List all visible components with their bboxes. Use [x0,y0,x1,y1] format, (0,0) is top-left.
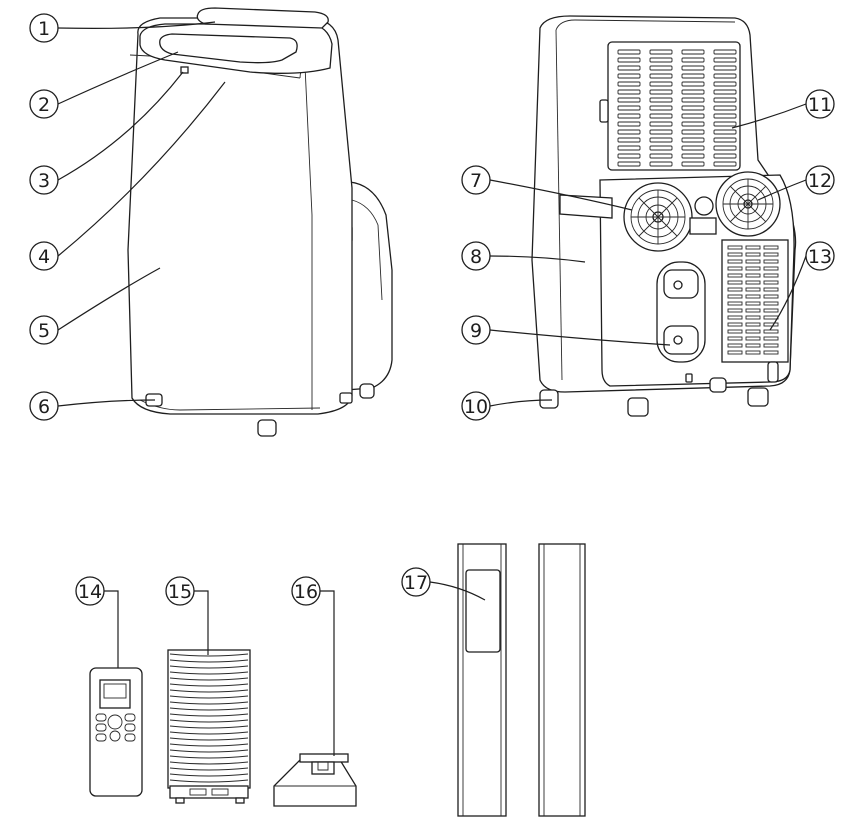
callout-circle [29,89,59,119]
front-body [127,17,353,415]
rear-wheels [539,361,779,417]
callout-11: 11 [805,89,835,119]
callout-number: 6 [38,396,50,418]
callout-number: 4 [38,246,50,268]
exhaust-hose [167,649,251,804]
callout-8: 8 [461,241,491,271]
callout-number: 16 [294,581,318,603]
remote-control [89,667,143,797]
callout-number: 13 [808,246,832,268]
callout-number: 2 [38,94,50,116]
callout-4: 4 [29,241,59,271]
callout-circle [291,576,321,606]
callout-number: 10 [464,396,488,418]
callout-circle [461,315,491,345]
callout-13: 13 [805,241,835,271]
callout-16: 16 [291,576,321,606]
callout-number: 11 [808,94,832,116]
window-kit-panels [457,543,586,817]
callout-circle [29,391,59,421]
callout-7: 7 [461,165,491,195]
front-outlet-panel [159,33,298,64]
callout-5: 5 [29,315,59,345]
callout-circle [401,567,431,597]
rear-side-latch [599,99,609,123]
rear-cord-box [689,217,717,235]
front-control-panel [196,7,329,29]
callout-circle [75,576,105,606]
callout-number: 7 [470,170,482,192]
callout-1: 1 [29,13,59,43]
callout-6: 6 [29,391,59,421]
rear-fan-right [715,171,781,237]
leader-lines [57,21,807,756]
callout-circle [29,13,59,43]
callout-number: 12 [808,170,832,192]
callout-number: 14 [78,581,102,603]
callout-3: 3 [29,165,59,195]
callout-number: 3 [38,170,50,192]
rear-unit [531,15,797,417]
rear-lower-grille-slats [727,245,779,355]
front-indicator [180,66,189,74]
callout-circle [805,241,835,271]
callout-circle [165,576,195,606]
callout-2: 2 [29,89,59,119]
callout-circle [805,165,835,195]
callout-number: 17 [404,572,428,594]
callout-17: 17 [401,567,431,597]
callout-circle [461,241,491,271]
callout-14: 14 [75,576,105,606]
rear-upper-grille-slats [617,49,737,167]
callout-15: 15 [165,576,195,606]
window-adapter [273,753,357,807]
callout-number: 8 [470,246,482,268]
callout-circle [29,165,59,195]
callout-number: 1 [38,18,50,40]
callout-9: 9 [461,315,491,345]
front-side-pod [344,181,393,391]
callout-circle [805,89,835,119]
callout-10: 10 [461,391,491,421]
callout-circle [29,315,59,345]
callout-circle [461,165,491,195]
callout-circle [29,241,59,271]
callout-number: 5 [38,320,50,342]
callout-circle [461,391,491,421]
rear-power-socket [694,196,714,216]
callout-number: 15 [168,581,192,603]
callout-number: 9 [470,320,482,342]
callout-12: 12 [805,165,835,195]
front-unit [127,7,393,437]
rear-hose-bracket [559,194,613,219]
rear-fan-left [623,182,693,252]
